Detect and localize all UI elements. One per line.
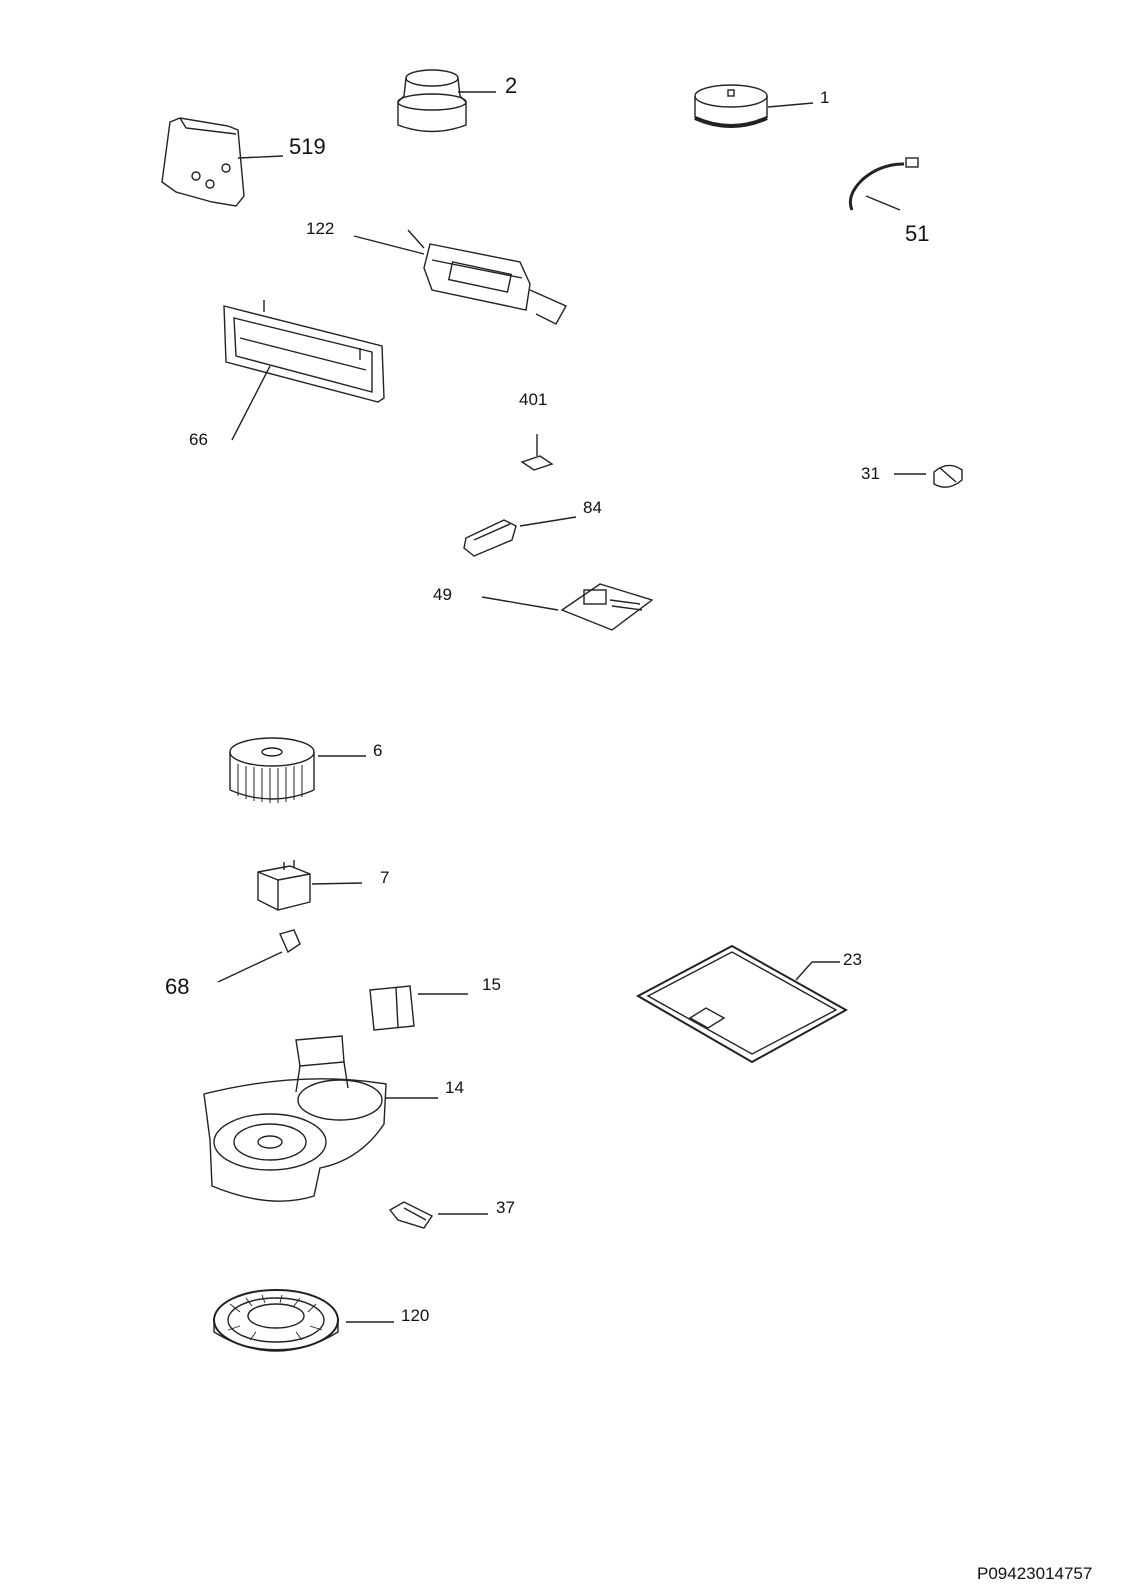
part-label-15[interactable]: 15	[482, 975, 501, 994]
part-label-84[interactable]: 84	[583, 498, 602, 517]
part-label-66[interactable]: 66	[189, 430, 208, 449]
part-label-49[interactable]: 49	[433, 585, 452, 604]
part-label-23[interactable]: 23	[843, 950, 862, 969]
part-1-ring-adapter	[694, 84, 814, 128]
part-label-31[interactable]: 31	[861, 464, 880, 483]
part-14-fan-housing	[203, 1035, 438, 1202]
part-label-1[interactable]: 1	[820, 88, 830, 107]
part-label-7[interactable]: 7	[380, 868, 390, 887]
part-label-401[interactable]: 401	[519, 390, 548, 409]
part-7-switch-block	[257, 860, 363, 911]
part-51-cable	[848, 157, 919, 211]
part-label-519[interactable]: 519	[289, 134, 326, 159]
part-label-37[interactable]: 37	[496, 1198, 515, 1217]
part-2-duct-collar	[397, 69, 496, 133]
part-6-motor	[229, 737, 366, 803]
part-519-screw-bag	[161, 117, 284, 207]
document-id: P09423014757	[977, 1564, 1093, 1583]
part-label-14[interactable]: 14	[445, 1078, 464, 1097]
part-23-grease-filter	[635, 944, 849, 1064]
part-122-control-bar	[353, 229, 567, 325]
part-37-clip	[388, 1201, 488, 1229]
part-68-connector	[217, 929, 301, 983]
part-label-68[interactable]: 68	[165, 974, 190, 999]
part-401-clip	[520, 434, 554, 471]
part-49-circuit-board	[481, 583, 654, 631]
part-label-2[interactable]: 2	[505, 73, 518, 98]
part-label-120[interactable]: 120	[401, 1306, 430, 1325]
part-31-knob	[894, 464, 963, 488]
part-label-51[interactable]: 51	[905, 221, 930, 246]
part-84-driver	[463, 516, 577, 557]
part-66-panel-frame	[223, 300, 385, 441]
part-label-6[interactable]: 6	[373, 741, 383, 760]
part-15-bracket	[369, 985, 468, 1031]
part-label-122[interactable]: 122	[306, 219, 335, 238]
part-120-charcoal-filter	[213, 1289, 394, 1352]
